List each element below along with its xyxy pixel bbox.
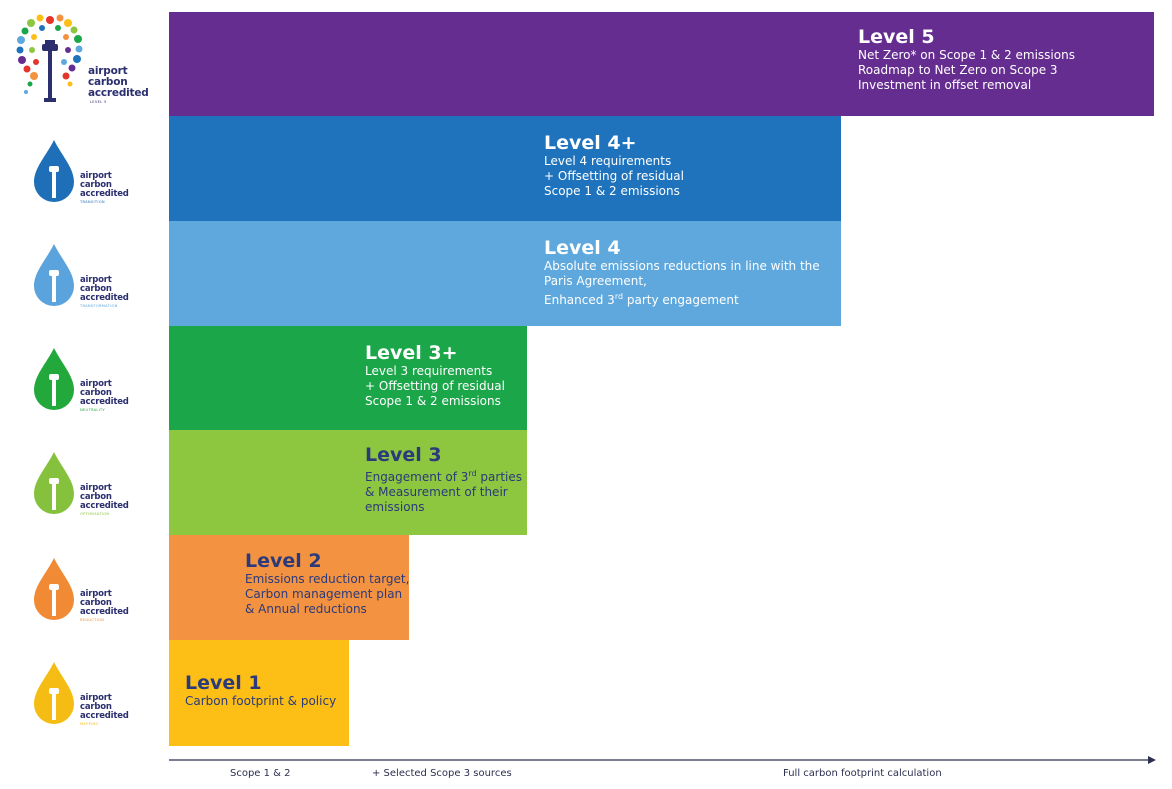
drop-tower-icon xyxy=(34,348,74,410)
level-4-line: Absolute emissions reductions in line wi… xyxy=(544,259,820,273)
level-2-text: Level 2 Emissions reduction target, Carb… xyxy=(245,550,409,617)
logo-text: airport carbon accredited xyxy=(80,693,129,721)
level-3-plus-title: Level 3+ xyxy=(365,342,458,364)
axis-label-scope-1-2: Scope 1 & 2 xyxy=(230,768,291,779)
level-3-plus-line: Scope 1 & 2 emissions xyxy=(365,394,501,408)
level-1-text: Level 1 Carbon footprint & policy xyxy=(185,672,336,709)
level-5-bar: Level 5 Net Zero* on Scope 1 & 2 emissio… xyxy=(169,12,1154,116)
axis-label-scope-3: + Selected Scope 3 sources xyxy=(372,768,512,779)
level-3-line: emissions xyxy=(365,500,425,514)
logo-sub-label: TRANSFORMATION xyxy=(80,304,118,308)
level-5-line: Roadmap to Net Zero on Scope 3 xyxy=(858,63,1058,77)
logo-level-4: airport carbon accredited TRANSFORMATION xyxy=(28,242,168,342)
level-2-line: & Annual reductions xyxy=(245,602,367,616)
logo-text: airport carbon accredited xyxy=(80,589,129,617)
drop-tower-icon xyxy=(34,558,74,620)
logo-text: airport carbon accredited xyxy=(80,275,129,303)
level-1-title: Level 1 xyxy=(185,672,262,694)
logo-level-5: airport carbon accredited LEVEL 5 xyxy=(10,10,150,110)
logo-sub-label: LEVEL 5 xyxy=(90,100,107,104)
level-3-line: Engagement of 3rd parties xyxy=(365,469,523,484)
level-4-line: Paris Agreement, xyxy=(544,274,647,288)
level-4-plus-line: Level 4 requirements xyxy=(544,154,672,168)
logo-level-3: airport carbon accredited OPTIMISATION xyxy=(28,450,168,550)
logo-sub-label: OPTIMISATION xyxy=(80,512,110,516)
logo-level-1: airport carbon accredited MAPPING xyxy=(28,660,168,760)
level-3-plus-text: Level 3+ Level 3 requirements + Offsetti… xyxy=(365,342,505,409)
level-3-plus-bar: Level 3+ Level 3 requirements + Offsetti… xyxy=(169,326,527,430)
logo-sub-label: REDUCTION xyxy=(80,618,105,622)
logo-sub-label: TRANSITION xyxy=(80,200,105,204)
logo-level-3-plus: airport carbon accredited NEUTRALITY xyxy=(28,346,168,446)
level-1-line: Carbon footprint & policy xyxy=(185,694,337,708)
logo-text: airport carbon accredited xyxy=(80,379,129,407)
logo-text: airport carbon accredited xyxy=(80,171,129,199)
drop-tower-icon xyxy=(34,662,74,724)
level-3-plus-line: Level 3 requirements xyxy=(365,364,493,378)
level-4-plus-line: Scope 1 & 2 emissions xyxy=(544,184,680,198)
drop-tower-icon xyxy=(34,140,74,202)
logo-sub-label: NEUTRALITY xyxy=(80,408,106,412)
level-4-bar: Level 4 Absolute emissions reductions in… xyxy=(169,221,841,326)
level-1-bar: Level 1 Carbon footprint & policy xyxy=(169,640,349,746)
level-3-title: Level 3 xyxy=(365,444,442,466)
level-4-title: Level 4 xyxy=(544,237,621,259)
drop-tower-icon xyxy=(34,452,74,514)
drop-tower-icon xyxy=(34,244,74,306)
level-5-line: Investment in offset removal xyxy=(858,78,1032,92)
level-2-line: Carbon management plan xyxy=(245,587,403,601)
logo-level-4-plus: airport carbon accredited TRANSITION xyxy=(28,138,168,238)
level-5-title: Level 5 xyxy=(858,26,935,48)
logo-sub-label: MAPPING xyxy=(80,722,99,726)
level-4-plus-bar: Level 4+ Level 4 requirements + Offsetti… xyxy=(169,116,841,221)
logo-text: airport carbon accredited xyxy=(88,65,149,99)
level-3-text: Level 3 Engagement of 3rd parties & Meas… xyxy=(365,444,522,515)
level-4-plus-text: Level 4+ Level 4 requirements + Offsetti… xyxy=(544,132,684,199)
level-5-line: Net Zero* on Scope 1 & 2 emissions xyxy=(858,48,1075,62)
level-2-title: Level 2 xyxy=(245,550,322,572)
level-3-line: & Measurement of their xyxy=(365,485,508,499)
level-4-line: Enhanced 3rd party engagement xyxy=(544,292,739,307)
colorful-tower-icon xyxy=(16,14,83,102)
level-3-bar: Level 3 Engagement of 3rd parties & Meas… xyxy=(169,430,527,535)
level-4-plus-line: + Offsetting of residual xyxy=(544,169,684,183)
level-4-plus-title: Level 4+ xyxy=(544,132,637,154)
level-4-text: Level 4 Absolute emissions reductions in… xyxy=(544,237,820,308)
axis-label-full-footprint: Full carbon footprint calculation xyxy=(783,768,942,779)
level-5-text: Level 5 Net Zero* on Scope 1 & 2 emissio… xyxy=(858,26,1075,93)
logo-level-2: airport carbon accredited REDUCTION xyxy=(28,556,168,656)
level-3-plus-line: + Offsetting of residual xyxy=(365,379,505,393)
level-2-bar: Level 2 Emissions reduction target, Carb… xyxy=(169,535,409,640)
logo-text: airport carbon accredited xyxy=(80,483,129,511)
level-2-line: Emissions reduction target, xyxy=(245,572,410,586)
